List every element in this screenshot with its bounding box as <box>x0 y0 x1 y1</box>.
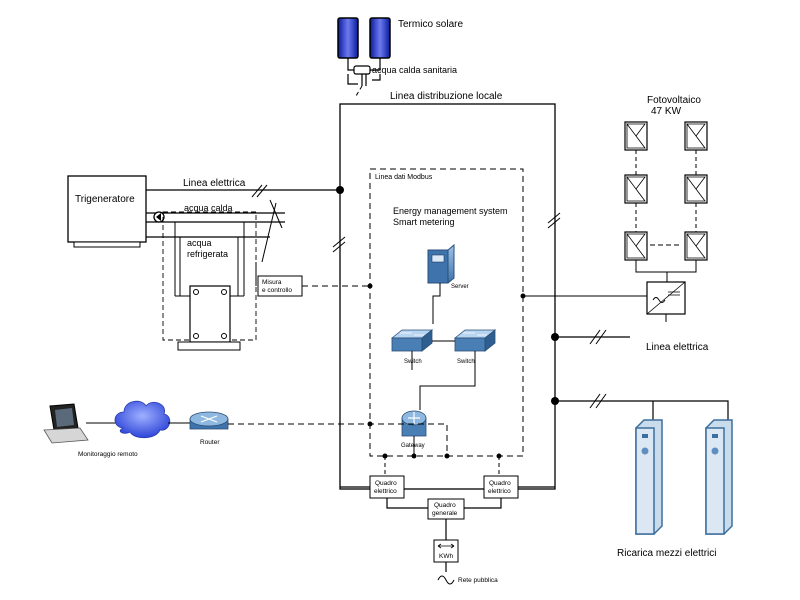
power-line-right-label: Linea elettrica <box>646 342 709 353</box>
modbus-label: Linea dati Modbus <box>375 174 433 181</box>
switch-right-label: Switch <box>457 359 475 365</box>
cloud-icon <box>114 400 171 439</box>
power-line-top-label: Linea elettrica <box>183 178 246 189</box>
trigenerator-label: Trigeneratore <box>75 194 135 205</box>
pump-icon <box>153 211 165 223</box>
local-distribution-label: Linea distribuzione locale <box>390 91 503 102</box>
server-label: Server <box>451 284 469 290</box>
chilled-water-label-1: acqua <box>187 238 212 248</box>
gateway-icon[interactable]: Gateway <box>401 410 427 449</box>
remote-monitoring-label: Monitoraggio remoto <box>78 451 138 458</box>
router-label: Router <box>200 439 220 446</box>
heat-exchanger-icon <box>174 222 245 351</box>
gateway-label: Gateway <box>401 443 425 449</box>
server-icon[interactable]: Server <box>427 243 469 290</box>
solar-panel-icon <box>337 17 391 59</box>
main-panel-label-1: Quadro <box>434 502 456 509</box>
photovoltaic-group: Fotovoltaico 47 KW <box>520 95 708 322</box>
ev-charging-label: Ricarica mezzi elettrici <box>617 548 716 559</box>
panel-left-label-1: Quadro <box>375 480 397 487</box>
solar-thermal-label: Termico solare <box>398 19 463 30</box>
ac-wave-icon <box>437 575 455 585</box>
pv-label-2: 47 KW <box>651 106 682 117</box>
ev-charger-icon[interactable] <box>705 419 733 535</box>
measure-control-box: Misura e controllo <box>255 262 373 297</box>
laptop-icon[interactable] <box>43 403 89 444</box>
measure-label-1: Misura <box>262 279 282 286</box>
panel-right: Quadro elettrico <box>483 475 519 499</box>
water-pipes: acqua calda acqua refrigerata <box>146 199 285 263</box>
main-panel: Quadro generale <box>427 498 465 520</box>
panel-left-label-2: elettrico <box>374 488 397 495</box>
meter-label: KWh <box>439 553 453 560</box>
network-switch-icon[interactable]: Switch <box>390 329 434 365</box>
hot-water-label: acqua calda <box>184 203 233 213</box>
chilled-water-label-2: refrigerata <box>187 249 228 259</box>
panel-left: Quadro elettrico <box>369 475 405 499</box>
router-icon[interactable] <box>189 411 229 430</box>
inverter-icon <box>646 281 686 315</box>
pv-label-1: Fotovoltaico <box>647 95 701 106</box>
switch-left-label: Switch <box>404 359 422 365</box>
ev-charger-icon[interactable] <box>635 419 663 535</box>
kwh-meter-icon: KWh <box>433 539 459 563</box>
public-grid-label: Rete pubblica <box>458 577 498 584</box>
panel-right-label-1: Quadro <box>489 480 511 487</box>
ems-label-1: Energy management system <box>393 206 508 216</box>
ems-label-2: Smart metering <box>393 217 455 227</box>
hot-sanitary-water-label: acqua calda sanitaria <box>372 65 457 75</box>
trigenerator-group: Trigeneratore <box>67 175 147 248</box>
measure-label-2: e controllo <box>262 287 292 294</box>
panel-right-label-2: elettrico <box>488 488 511 495</box>
pv-panel-icon <box>624 121 708 261</box>
network-switch-icon[interactable]: Switch <box>453 329 497 365</box>
solar-thermal-group: Termico solare acqua calda sanitaria <box>337 17 463 97</box>
main-panel-label-2: generale <box>432 510 458 517</box>
modbus-data-line: Linea dati Modbus Energy management syst… <box>369 168 524 457</box>
